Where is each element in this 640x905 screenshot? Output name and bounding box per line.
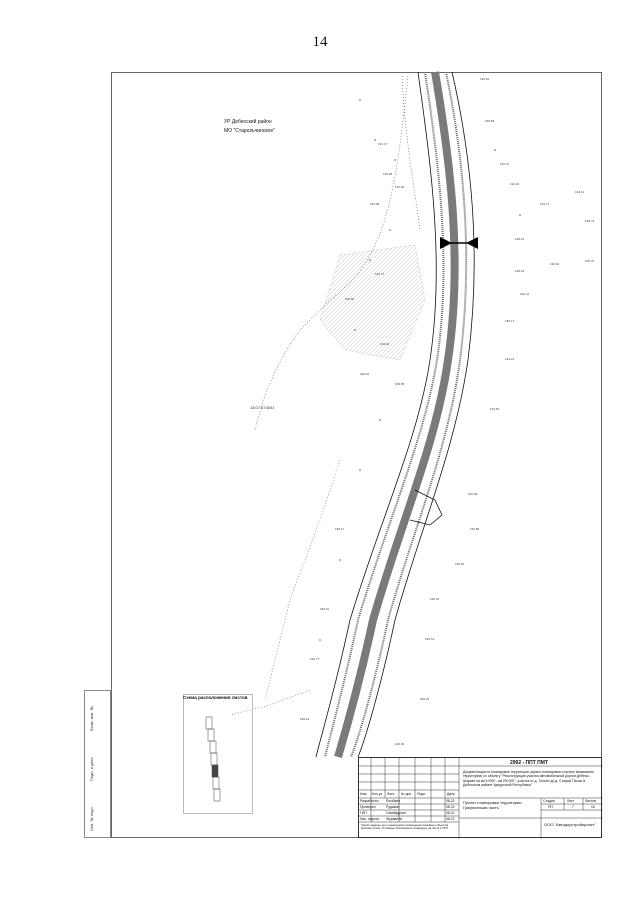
road-shoulder (350, 71, 468, 758)
svg-text:190.44: 190.44 (430, 597, 440, 601)
svg-text:190.04: 190.04 (515, 269, 525, 273)
svg-text:190.77: 190.77 (375, 272, 385, 276)
sheet-header: Лист (567, 799, 575, 803)
svg-text:189.17: 189.17 (335, 527, 345, 531)
scheme-diagram (205, 716, 221, 802)
change-header: № док. (401, 792, 412, 796)
svg-text:190.41: 190.41 (520, 292, 530, 296)
svg-text:195.70: 195.70 (585, 259, 595, 263)
svg-text:189.62: 189.62 (420, 697, 430, 701)
junction (409, 489, 443, 526)
signer-name: Ёлыбаев (386, 799, 401, 803)
hatched-area (319, 244, 426, 361)
signer-role: Разработал (360, 799, 379, 803)
boundary-dotted (229, 689, 311, 716)
change-header: Кол.уч. (372, 792, 384, 796)
signer-date: 08.22 (446, 817, 455, 821)
svg-text:190.48: 190.48 (468, 492, 478, 496)
document-description: Документация по планировке территории (п… (463, 770, 594, 787)
svg-text:190.92: 190.92 (550, 262, 560, 266)
change-header: Дата (447, 792, 455, 796)
scheme-title: Схема расположения листов (183, 695, 248, 700)
document-code: 2992 - ППТ ПМТ (509, 760, 548, 766)
signer-role: ГИП (360, 811, 367, 815)
signer-date: 08.22 (446, 799, 455, 803)
svg-text:191.47: 191.47 (378, 142, 388, 146)
signer-name: Рудаков (386, 805, 399, 809)
sheet-value: 7 (572, 805, 574, 809)
drawing-sheet-frame (111, 72, 602, 838)
change-header: Изм. (360, 792, 368, 796)
region-label: УР Дебесский район (224, 119, 272, 125)
stage-header: Стадия (543, 799, 555, 803)
left-stamp-strip: Взам. инв. № Подп. и дата Инв. № подл. (84, 690, 111, 838)
sheets-value: 16 (591, 805, 595, 809)
road-shoulder (324, 71, 445, 758)
svg-text:190.51: 190.51 (425, 637, 435, 641)
municipality-label: МО "Старозъчинское" (224, 128, 275, 134)
change-header: Лист (387, 792, 395, 796)
svg-text:193.46: 193.46 (510, 182, 520, 186)
title-block: 2992 - ППТ ПМТ Документация по планировк… (358, 757, 603, 839)
svg-text:194.41: 194.41 (575, 190, 585, 194)
svg-text:189.17: 189.17 (505, 319, 515, 323)
change-header: Подп. (417, 792, 427, 796)
signer-date: 08.22 (446, 805, 455, 809)
legend-note: Линия границы зон планируемого размещени… (361, 823, 449, 831)
svg-text:192.80: 192.80 (470, 527, 480, 531)
svg-text:193.08: 193.08 (370, 202, 380, 206)
boundary-dotted (401, 75, 421, 231)
svg-text:190.77: 190.77 (310, 657, 320, 661)
svg-text:192.37: 192.37 (500, 162, 510, 166)
organization-name: ООО "Автодорстройпроект" (544, 822, 596, 827)
sheet-layout-scheme (183, 694, 253, 814)
svg-text:196.62: 196.62 (480, 77, 490, 81)
svg-text:190.01: 190.01 (320, 607, 330, 611)
road-edge-right (357, 71, 475, 758)
page-number: 14 (312, 34, 328, 50)
signer-name: Самайдулин (386, 811, 406, 815)
svg-text:198.79: 198.79 (585, 219, 595, 223)
boundary-dotted (254, 75, 409, 431)
sheet-title: Проект планировки территории. Графическа… (463, 800, 523, 810)
title-block-grid (359, 758, 603, 839)
road-edge-left (315, 71, 437, 758)
signer-role: Проверил (360, 805, 376, 809)
cadastral-block-label: 18:07:074001 (250, 405, 275, 410)
svg-text:190.16: 190.16 (360, 372, 370, 376)
svg-text:189.02: 189.02 (455, 562, 465, 566)
svg-text:190.56: 190.56 (345, 297, 355, 301)
boundary-dotted (264, 459, 341, 701)
svg-text:189.85: 189.85 (395, 382, 405, 386)
svg-text:190.09: 190.09 (395, 742, 405, 746)
signer-date: 08.22 (446, 811, 455, 815)
svg-text:193.53: 193.53 (490, 407, 500, 411)
svg-text:193.90: 193.90 (380, 342, 390, 346)
svg-text:190.16: 190.16 (515, 237, 525, 241)
stage-value: ПП (548, 805, 553, 809)
sheets-header: Листов (585, 799, 597, 803)
svg-text:191.77: 191.77 (540, 202, 550, 206)
svg-text:188.83: 188.83 (485, 119, 495, 123)
svg-text:192.21: 192.21 (505, 357, 515, 361)
signer-name: Журавлёв (386, 817, 402, 821)
svg-text:189.91: 189.91 (300, 717, 310, 721)
svg-text:192.45: 192.45 (395, 185, 405, 189)
svg-text:190.85: 190.85 (383, 172, 393, 176)
signer-role: Нач. отдела (360, 817, 379, 821)
carriageway (334, 71, 459, 759)
